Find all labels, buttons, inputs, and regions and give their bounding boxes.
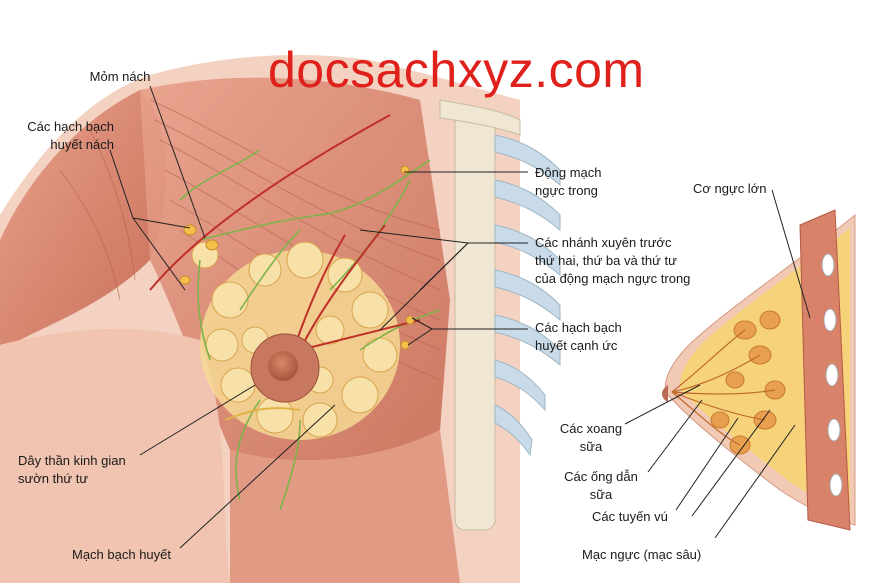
label-line: thứ hai, thứ ba và thứ tư (535, 253, 677, 268)
label-line: của động mạch ngực trong (535, 271, 691, 286)
sternum-ribs (439, 99, 561, 531)
label-line: Động mạch (535, 165, 602, 180)
label-line: Các nhánh xuyên trước (535, 235, 672, 250)
label-line: sườn thứ tư (18, 471, 89, 486)
lower-torso-skin (0, 328, 230, 583)
label-line: Các ống dẫn (564, 469, 638, 484)
label-line: Các xoang (559, 421, 623, 436)
label-line: sữa (579, 439, 603, 454)
label-intercostal-nerve: Dây thần kinh gian sườn thứ tư (18, 452, 168, 488)
label-line: Các hạch bạch (27, 119, 114, 134)
label-line: Các hạch bạch (535, 320, 622, 335)
label-internal-thoracic-artery: Động mạch ngực trong (535, 164, 635, 200)
label-line: Mỏm nách (89, 69, 151, 84)
sagittal-nipple (662, 385, 668, 402)
abdomen-muscle (230, 430, 460, 583)
leader-lines (109, 85, 811, 549)
label-pectoralis-major: Cơ ngực lớn (693, 180, 793, 198)
watermark-text: docsachxyz.com (268, 42, 645, 98)
sagittal-pectoral-muscle (799, 209, 851, 531)
arteries (149, 114, 421, 361)
label-line: ngực trong (535, 183, 598, 198)
label-lactiferous-ducts: Các ống dẫn sữa (556, 468, 646, 504)
label-line: huyết nách (50, 137, 114, 152)
label-lymph-vessel: Mạch bạch huyết (72, 546, 192, 564)
label-perforating-branches: Các nhánh xuyên trước thứ hai, thứ ba và… (535, 234, 735, 288)
label-line: huyết cạnh ức (535, 338, 618, 353)
axillary-lymph-nodes (179, 224, 219, 285)
label-axillary-lymph-nodes: Các hạch bạch huyết nách (4, 118, 114, 154)
label-pectoral-fascia: Mạc ngực (mạc sâu) (582, 546, 722, 564)
label-line: Mạch bạch huyết (72, 547, 172, 562)
sagittal-ribs (821, 253, 843, 497)
label-line: sữa (589, 487, 613, 502)
sagittal-breast-view (662, 209, 856, 531)
label-parasternal-lymph-nodes: Các hạch bạch huyết cạnh ức (535, 319, 655, 355)
label-mammary-glands: Các tuyến vú (592, 508, 692, 526)
label-lactiferous-sinuses: Các xoang sữa (548, 420, 634, 456)
label-line: Các tuyến vú (592, 509, 668, 524)
label-line: Dây thần kinh gian (18, 453, 126, 468)
nipple (268, 351, 298, 381)
intercostal-nerve (224, 407, 301, 421)
anterior-chest-view (0, 55, 561, 583)
label-axillary-tail: Mỏm nách (70, 68, 170, 86)
label-line: Mạc ngực (mạc sâu) (582, 547, 702, 562)
deltoid-muscle (0, 90, 167, 345)
label-line: Cơ ngực lớn (693, 181, 767, 196)
